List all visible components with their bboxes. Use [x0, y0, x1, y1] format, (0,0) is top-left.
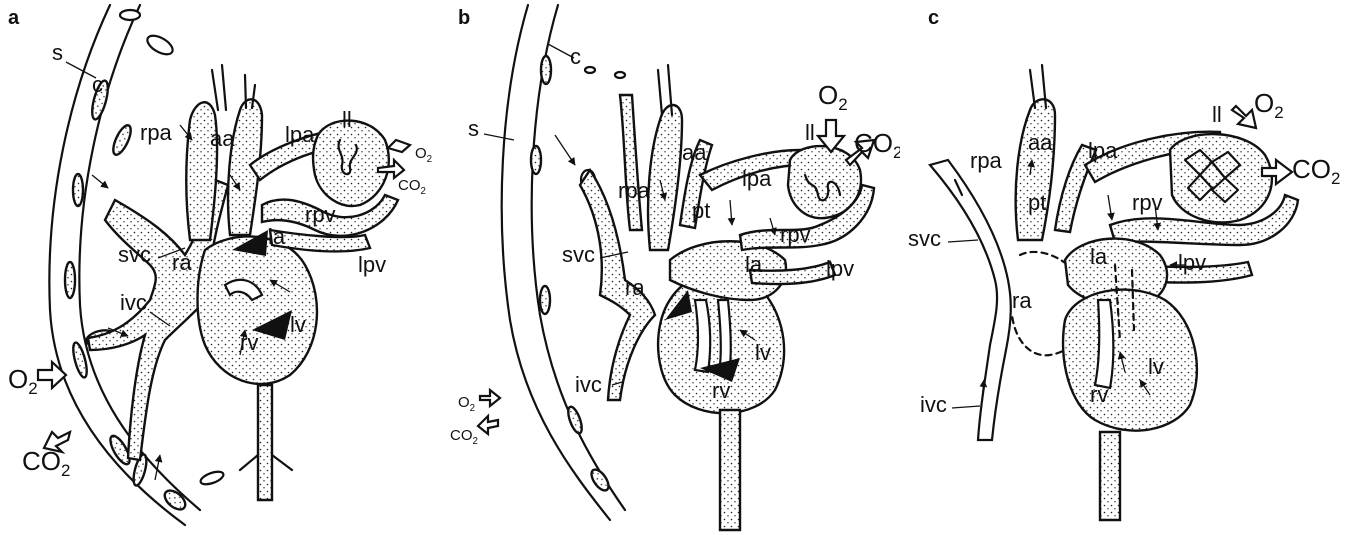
- panel-b-drawing: b s: [450, 0, 900, 535]
- svg-text:O2: O2: [415, 145, 432, 165]
- label-pt: pt: [1028, 190, 1046, 215]
- label-rv: rv: [712, 378, 730, 403]
- label-rpa: rpa: [618, 178, 651, 203]
- label-pt: pt: [692, 198, 710, 223]
- co2-skin: CO: [22, 446, 61, 476]
- panel-b: b s: [450, 0, 900, 535]
- label-ivc: ivc: [120, 290, 147, 315]
- lung: [1170, 134, 1272, 222]
- aortic-arch: [186, 102, 217, 240]
- panel-c-drawing: c aa ll rpa lpa pt rpv svc la lpv ra lv: [900, 0, 1350, 535]
- panel-letter: a: [8, 7, 20, 29]
- label-c: c: [92, 72, 103, 97]
- svg-text:CO2: CO2: [1292, 154, 1340, 188]
- svg-text:CO2: CO2: [22, 446, 70, 480]
- svg-text:O2: O2: [818, 80, 848, 114]
- label-rpv: rpv: [780, 222, 811, 247]
- o2-lung: O: [818, 80, 838, 110]
- aortic-arch: [648, 105, 682, 250]
- gas-exchange-lung: O2 CO2: [818, 80, 900, 165]
- label-rv: rv: [1090, 382, 1108, 407]
- label-ll: ll: [1212, 102, 1222, 127]
- ventricle: [1063, 290, 1197, 431]
- o2-skin: O: [458, 394, 470, 411]
- panel-c: c aa ll rpa lpa pt rpv svc la lpv ra lv: [900, 0, 1350, 535]
- label-s: s: [468, 116, 479, 141]
- co2-skin: CO: [450, 427, 473, 444]
- label-la: la: [1090, 244, 1108, 269]
- ventricle: [198, 236, 318, 383]
- label-aa: aa: [210, 126, 235, 151]
- co2-lung: CO: [854, 128, 893, 158]
- label-rpv: rpv: [305, 202, 336, 227]
- o2-lung: O: [1254, 88, 1274, 118]
- label-lpv: lpv: [1178, 250, 1206, 275]
- panel-a: a: [0, 0, 450, 535]
- svg-text:O2: O2: [8, 364, 38, 398]
- label-lpv: lpv: [358, 252, 386, 277]
- label-rpv: rpv: [1132, 190, 1163, 215]
- aortic-arch: [1016, 99, 1055, 240]
- label-rv: rv: [240, 330, 258, 355]
- label-ivc: ivc: [575, 372, 602, 397]
- co2-lung: CO: [398, 177, 421, 194]
- dorsal-aorta: [258, 385, 272, 500]
- o2-lung: O: [415, 145, 427, 162]
- label-lpa: lpa: [742, 166, 772, 191]
- label-ll: ll: [342, 107, 352, 132]
- label-ra: ra: [625, 275, 645, 300]
- label-rpa: rpa: [970, 148, 1003, 173]
- svg-text:CO2: CO2: [450, 427, 478, 447]
- label-aa: aa: [1028, 130, 1053, 155]
- label-lpv: lpv: [826, 256, 854, 281]
- label-ra: ra: [1012, 288, 1032, 313]
- label-la: la: [745, 252, 763, 277]
- label-ivc: ivc: [920, 392, 947, 417]
- panel-a-drawing: a: [0, 0, 450, 535]
- svg-text:CO2: CO2: [398, 177, 426, 197]
- gas-exchange-skin: O2 CO2: [8, 362, 70, 480]
- label-lv: lv: [755, 340, 771, 365]
- svg-text:O2: O2: [458, 394, 475, 414]
- panel-letter: b: [458, 7, 470, 29]
- label-lpa: lpa: [1088, 138, 1118, 163]
- svg-text:O2: O2: [1254, 88, 1284, 122]
- label-rpa: rpa: [140, 120, 173, 145]
- panel-letter: c: [928, 7, 939, 29]
- label-svc: svc: [562, 242, 595, 267]
- label-lv: lv: [290, 312, 306, 337]
- label-ll: ll: [805, 120, 815, 145]
- label-svc: svc: [118, 242, 151, 267]
- dorsal-aorta: [720, 410, 740, 530]
- label-s: s: [52, 40, 63, 65]
- svg-text:CO2: CO2: [854, 128, 900, 162]
- label-lv: lv: [1148, 354, 1164, 379]
- o2-skin: O: [8, 364, 28, 394]
- gas-exchange-skin: O2 CO2: [450, 390, 500, 447]
- label-svc: svc: [908, 226, 941, 251]
- label-aa: aa: [682, 140, 707, 165]
- co2-lung: CO: [1292, 154, 1331, 184]
- label-lpa: lpa: [285, 122, 315, 147]
- gas-exchange-lung: O2 CO2: [378, 140, 432, 197]
- label-ra: ra: [172, 250, 192, 275]
- label-la: la: [268, 224, 286, 249]
- dorsal-aorta: [1100, 432, 1120, 520]
